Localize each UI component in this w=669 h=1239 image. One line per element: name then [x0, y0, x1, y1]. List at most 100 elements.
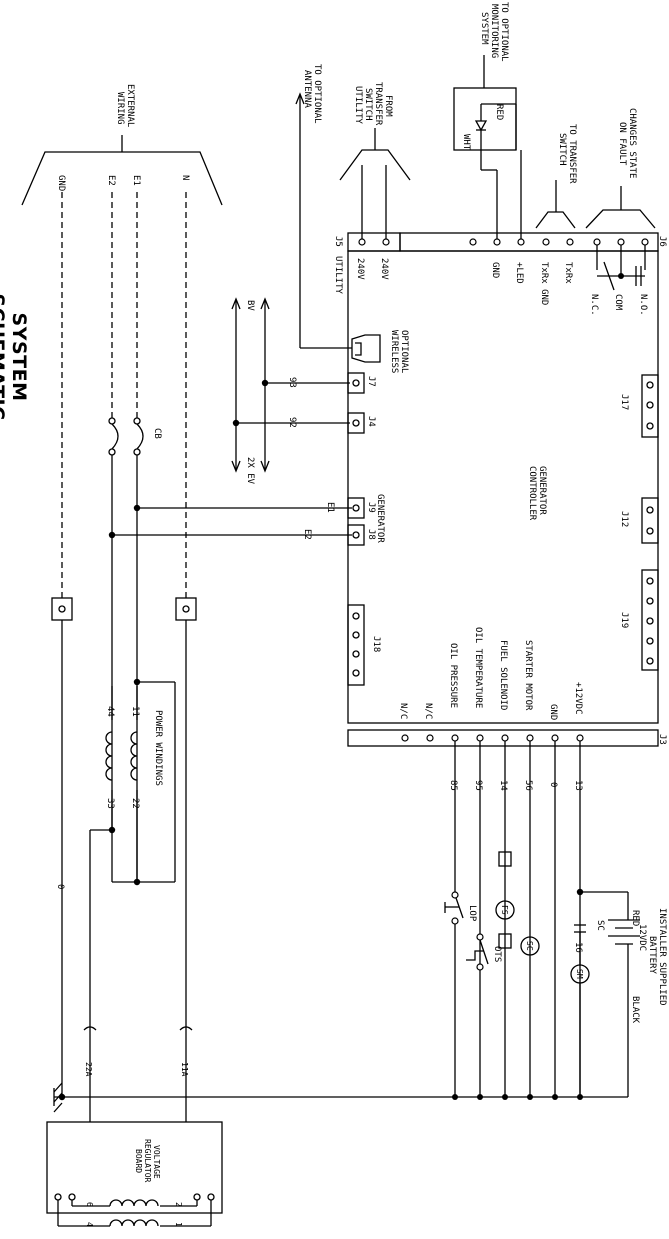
label-j3: J3: [657, 734, 667, 745]
external-wiring-label-2: WIRING: [115, 92, 125, 125]
connector-j5: [347, 232, 401, 252]
winding-33: 33: [105, 798, 115, 809]
controller-label-1: GENERATOR: [537, 466, 547, 515]
j3-12vdc: +12VDC: [573, 682, 583, 715]
wire-13: 13: [573, 780, 583, 791]
terminal-block-gnd: [51, 597, 73, 621]
voltage-regulator-board: [46, 1121, 223, 1214]
to-transfer-switch-1: TO TRANSFER: [567, 124, 577, 184]
fs-label: FS: [500, 905, 509, 915]
battery-label: BATTERY: [647, 936, 657, 975]
winding-22: 22: [130, 798, 140, 809]
starter-contactor-symbol: [520, 936, 540, 956]
regulator-labels: VOLTAGE REGULATOR BOARD 22A 11A 6 2 4 1: [84, 1062, 189, 1227]
controller-label-2: CONTROLLER: [527, 466, 537, 521]
wire-14: 14: [498, 780, 508, 791]
label-j8: J8: [366, 529, 376, 540]
reg-pin-4: 4: [85, 1222, 94, 1227]
optional-wireless-module: [351, 334, 381, 363]
j5-240v-2: 240V: [379, 258, 389, 280]
j6-led: +LED: [514, 262, 524, 284]
changes-state-2: ON FAULT: [617, 122, 627, 166]
j3-oiltemp: OIL TEMPERATURE: [473, 627, 483, 708]
label-j7: J7: [366, 376, 376, 387]
reg-pin-1: 1: [174, 1222, 183, 1227]
labels: EXTERNAL WIRING GND E2 E1 N FROM TRANSFE…: [55, 2, 667, 1024]
terminal-circles: [358, 238, 649, 971]
monitoring-label-2: MONITORING: [489, 4, 499, 58]
power-winding-coil-2: [130, 731, 138, 781]
j5-240v-1: 240V: [355, 258, 365, 280]
ots-label: OTS: [492, 946, 502, 962]
wire-label-e1: E1: [131, 175, 141, 186]
label-j12: J12: [619, 511, 629, 527]
regulator-label-1: VOLTAGE: [152, 1145, 161, 1179]
label-j17: J17: [619, 394, 629, 410]
symbol-labels: FS SC SM: [500, 905, 584, 979]
antenna-label-1: TO OPTIONAL: [312, 64, 322, 124]
junction-dots: [58, 273, 624, 1101]
regulator-label-3: BOARD: [134, 1149, 143, 1173]
antenna-label-2: ANTENNA: [302, 70, 312, 109]
wire-11a: 11A: [180, 1062, 189, 1077]
wire-85: 85: [448, 780, 458, 791]
wire-92-label: 92: [287, 417, 297, 428]
wire-0-gnd: 0: [548, 782, 558, 787]
winding-11: 11: [130, 706, 140, 717]
terminal-block-n: [175, 597, 197, 621]
j5-utility: UTILITY: [333, 256, 343, 295]
wire-label-n: N: [180, 175, 190, 180]
j6-no: N.O.: [638, 294, 648, 316]
cb-label: CB: [152, 428, 162, 439]
e2-label: E2: [302, 529, 312, 540]
reg-pin-6: 6: [85, 1202, 94, 1207]
connector-j12: [641, 497, 659, 544]
connector-j18: [347, 604, 365, 686]
utility-label-4: UTILITY: [353, 86, 363, 125]
wire-93-label: 93: [287, 377, 297, 388]
battery-black: BLACK: [630, 996, 640, 1024]
monitoring-label-1: TO OPTIONAL: [499, 2, 509, 62]
fuel-solenoid-symbol: [495, 900, 515, 920]
changes-state-1: CHANGES STATE: [627, 108, 637, 178]
label-j18: J18: [371, 636, 381, 652]
utility-label-1: FROM: [383, 95, 393, 117]
utility-label-3: SWITCH: [363, 88, 373, 121]
j3-gnd: GND: [548, 704, 558, 720]
external-wiring-label-1: EXTERNAL: [125, 84, 135, 127]
ex-ev-label: 2X EV: [245, 457, 255, 485]
label-j6: J6: [657, 236, 667, 247]
j3-starter: STARTER MOTOR: [523, 640, 533, 711]
e1-label: E1: [325, 502, 335, 513]
j6-gnd: GND: [490, 262, 500, 278]
optional-wireless-2: WIRELESS: [389, 330, 399, 373]
to-transfer-switch-2: SWITCH: [557, 133, 567, 166]
j3-nc-2: N/C: [398, 703, 408, 719]
label-j4: J4: [366, 416, 376, 427]
label-j9: J9: [366, 502, 376, 513]
reg-pin-2: 2: [174, 1202, 183, 1207]
power-winding-coil-1: [105, 731, 113, 781]
battery-red: RED: [630, 910, 640, 926]
external-wiring-bracket: [21, 151, 223, 206]
wire-label-gnd: GND: [56, 175, 66, 191]
j6-txrx-gnd: TxRx GND: [539, 262, 549, 305]
winding-44: 44: [105, 706, 115, 717]
wire-0-label: 0: [55, 884, 65, 889]
breaker-cb: [111, 423, 119, 450]
j6-nc: N.C.: [589, 294, 599, 316]
monitoring-red-label: RED: [494, 104, 504, 120]
connector-j3: [347, 729, 659, 747]
power-windings-label: POWER WINDINGS: [153, 710, 163, 786]
j6-com: COM: [613, 294, 623, 311]
wire-label-e2: E2: [106, 175, 116, 186]
bv-label: BV: [245, 300, 255, 311]
battery-12vdc: 12VDC: [637, 924, 647, 951]
sm-label: SM: [575, 969, 584, 979]
generator-controller-box: [347, 250, 659, 724]
j3-nc-1: N/C: [423, 703, 433, 719]
connector-j4: [347, 412, 365, 434]
lop-label: LOP: [467, 905, 477, 922]
